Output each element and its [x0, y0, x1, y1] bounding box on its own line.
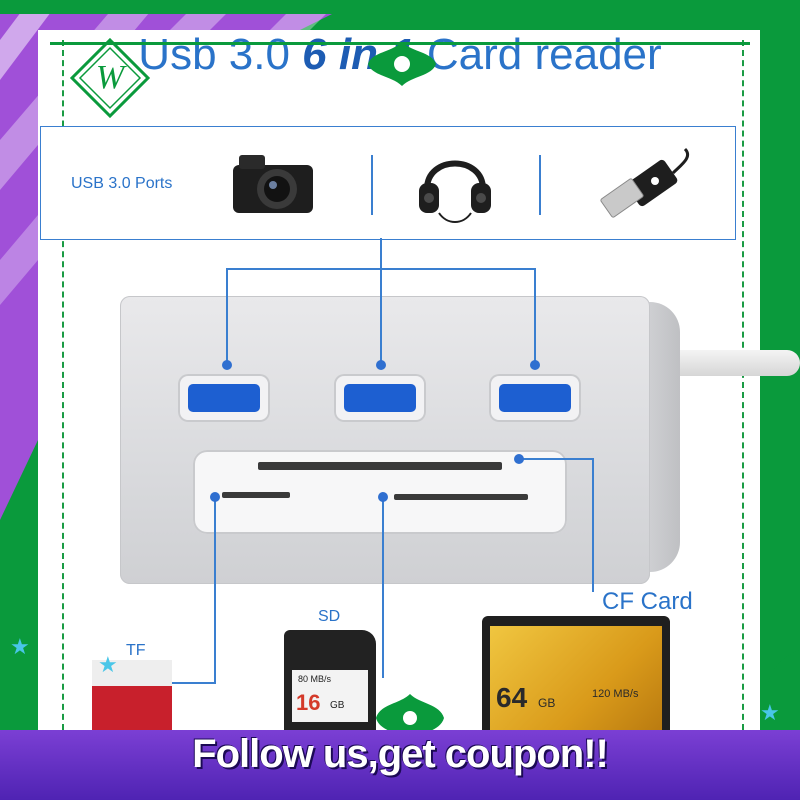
usb-port-3: [489, 374, 581, 422]
dashed-border-right: [742, 40, 744, 740]
pointer-dot: [222, 360, 232, 370]
headphones-icon: [419, 160, 491, 223]
camera-icon: [233, 155, 313, 213]
sd-capacity: 16: [296, 690, 321, 715]
cf-slot: [258, 462, 502, 470]
pointer-dot: [210, 492, 220, 502]
connector-line: [380, 238, 382, 270]
ports-info-box: USB 3.0 Ports: [40, 126, 736, 240]
svg-text:W: W: [96, 59, 127, 96]
title-prefix: Usb 3.0: [138, 30, 303, 79]
connector-line: [522, 458, 594, 460]
connector-line: [380, 268, 382, 364]
promo-banner-text: Follow us,get coupon!!: [192, 732, 609, 776]
usb-port-2: [334, 374, 426, 422]
title-divider: [50, 42, 750, 45]
connector-line: [226, 268, 228, 364]
promo-banner: [0, 730, 800, 800]
hub-body: [120, 296, 650, 584]
page-title: Usb 3.0 6 in 1 Card reader: [60, 30, 740, 80]
usb-cable-icon: [600, 147, 690, 218]
brand-logo: W: [70, 38, 150, 118]
sd-unit: GB: [330, 700, 345, 711]
star-icon: ★: [98, 652, 118, 677]
title-suffix: Card reader: [414, 30, 662, 79]
ornament-left-icon: [0, 650, 34, 730]
pointer-dot: [514, 454, 524, 464]
cf-card-image: 64 GB 120 MB/s: [482, 616, 670, 750]
usb-port-1: [178, 374, 270, 422]
pointer-dot: [378, 492, 388, 502]
connector-line: [592, 458, 594, 592]
connector-line: [214, 498, 216, 684]
cf-speed: 120 MB/s: [592, 688, 639, 700]
star-icon: ★: [760, 700, 780, 725]
cf-capacity: 64: [496, 682, 528, 713]
sd-slot: [394, 494, 528, 500]
connector-line: [382, 498, 384, 678]
tf-card-label: TF: [126, 642, 146, 659]
sd-card-label: SD: [318, 608, 341, 625]
hub-cable: [660, 350, 800, 376]
connector-line: [534, 268, 536, 364]
dashed-border-left: [62, 40, 64, 740]
pointer-dot: [530, 360, 540, 370]
pointer-dot: [376, 360, 386, 370]
cf-unit: GB: [538, 696, 556, 710]
ornament-top-icon: [368, 42, 436, 86]
tf-slot: [222, 492, 290, 498]
sd-speed: 80 MB/s: [298, 674, 332, 684]
cf-card-label: CF Card: [602, 588, 693, 615]
separator: [371, 155, 373, 215]
separator: [539, 155, 541, 215]
ports-label: USB 3.0 Ports: [71, 175, 173, 192]
ornament-right-icon: [766, 650, 800, 730]
star-icon: ★: [10, 634, 30, 659]
connector-line: [172, 682, 216, 684]
